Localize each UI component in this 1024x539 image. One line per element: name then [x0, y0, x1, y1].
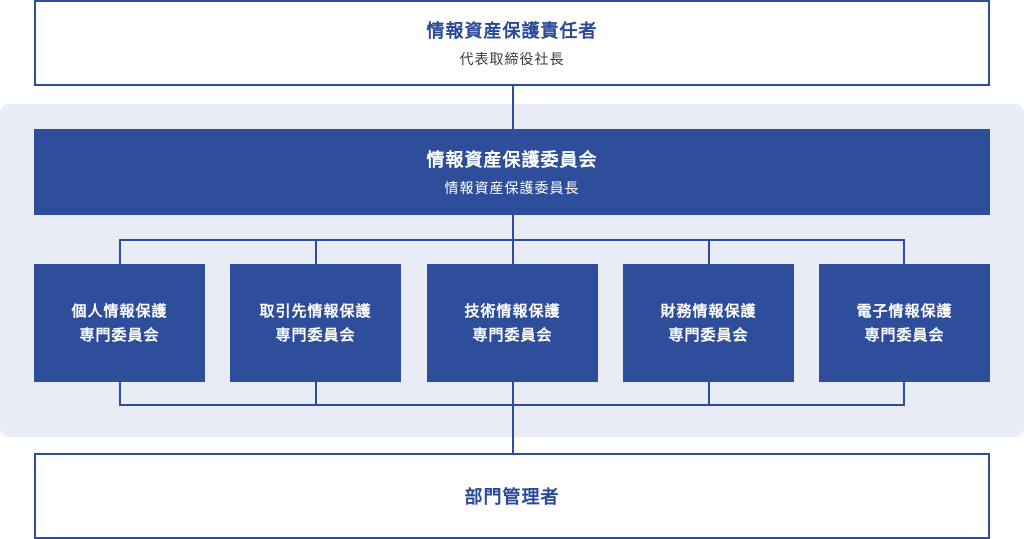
subcommittee-4-line1: 財務情報保護 [660, 302, 757, 320]
connector-rise-2 [315, 381, 317, 406]
committee-title: 情報資産保護委員会 [426, 150, 598, 171]
connector-rise-5 [903, 381, 905, 406]
connector-committee-down [512, 214, 514, 240]
top-title: 情報資産保護責任者 [426, 21, 598, 42]
subcommittee-box-1: 個人情報保護 専門委員会 [34, 264, 205, 382]
connector-drop-5 [903, 239, 905, 265]
connector-top-to-committee [512, 85, 514, 129]
connector-to-bottom [512, 404, 514, 454]
connector-rise-1 [119, 381, 121, 406]
subcommittee-1-line1: 個人情報保護 [71, 302, 168, 320]
subcommittee-3-line2: 専門委員会 [472, 326, 553, 344]
connector-drop-1 [119, 239, 121, 265]
subcommittee-1-line2: 専門委員会 [79, 326, 160, 344]
subcommittee-2-line1: 取引先情報保護 [259, 302, 372, 320]
committee-subtitle: 情報資産保護委員長 [444, 181, 580, 197]
subcommittee-box-5: 電子情報保護 専門委員会 [819, 264, 990, 382]
subcommittee-5-line1: 電子情報保護 [856, 302, 953, 320]
subcommittee-4-line2: 専門委員会 [668, 326, 749, 344]
connector-rise-4 [708, 381, 710, 406]
subcommittee-box-4: 財務情報保護 専門委員会 [623, 264, 794, 382]
connector-rise-3 [512, 381, 514, 406]
bottom-title: 部門管理者 [464, 487, 560, 508]
subcommittee-3-line1: 技術情報保護 [464, 302, 561, 320]
subcommittee-box-3: 技術情報保護 専門委員会 [427, 264, 598, 382]
top-responsible-box: 情報資産保護責任者 代表取締役社長 [34, 0, 990, 86]
top-subtitle: 代表取締役社長 [459, 52, 565, 68]
subcommittee-5-line2: 専門委員会 [864, 326, 945, 344]
department-manager-box: 部門管理者 [34, 453, 990, 539]
connector-drop-2 [315, 239, 317, 265]
committee-box: 情報資産保護委員会 情報資産保護委員長 [34, 129, 990, 215]
connector-drop-3 [512, 239, 514, 265]
subcommittee-box-2: 取引先情報保護 専門委員会 [230, 264, 401, 382]
connector-drop-4 [708, 239, 710, 265]
subcommittee-2-line2: 専門委員会 [275, 326, 356, 344]
